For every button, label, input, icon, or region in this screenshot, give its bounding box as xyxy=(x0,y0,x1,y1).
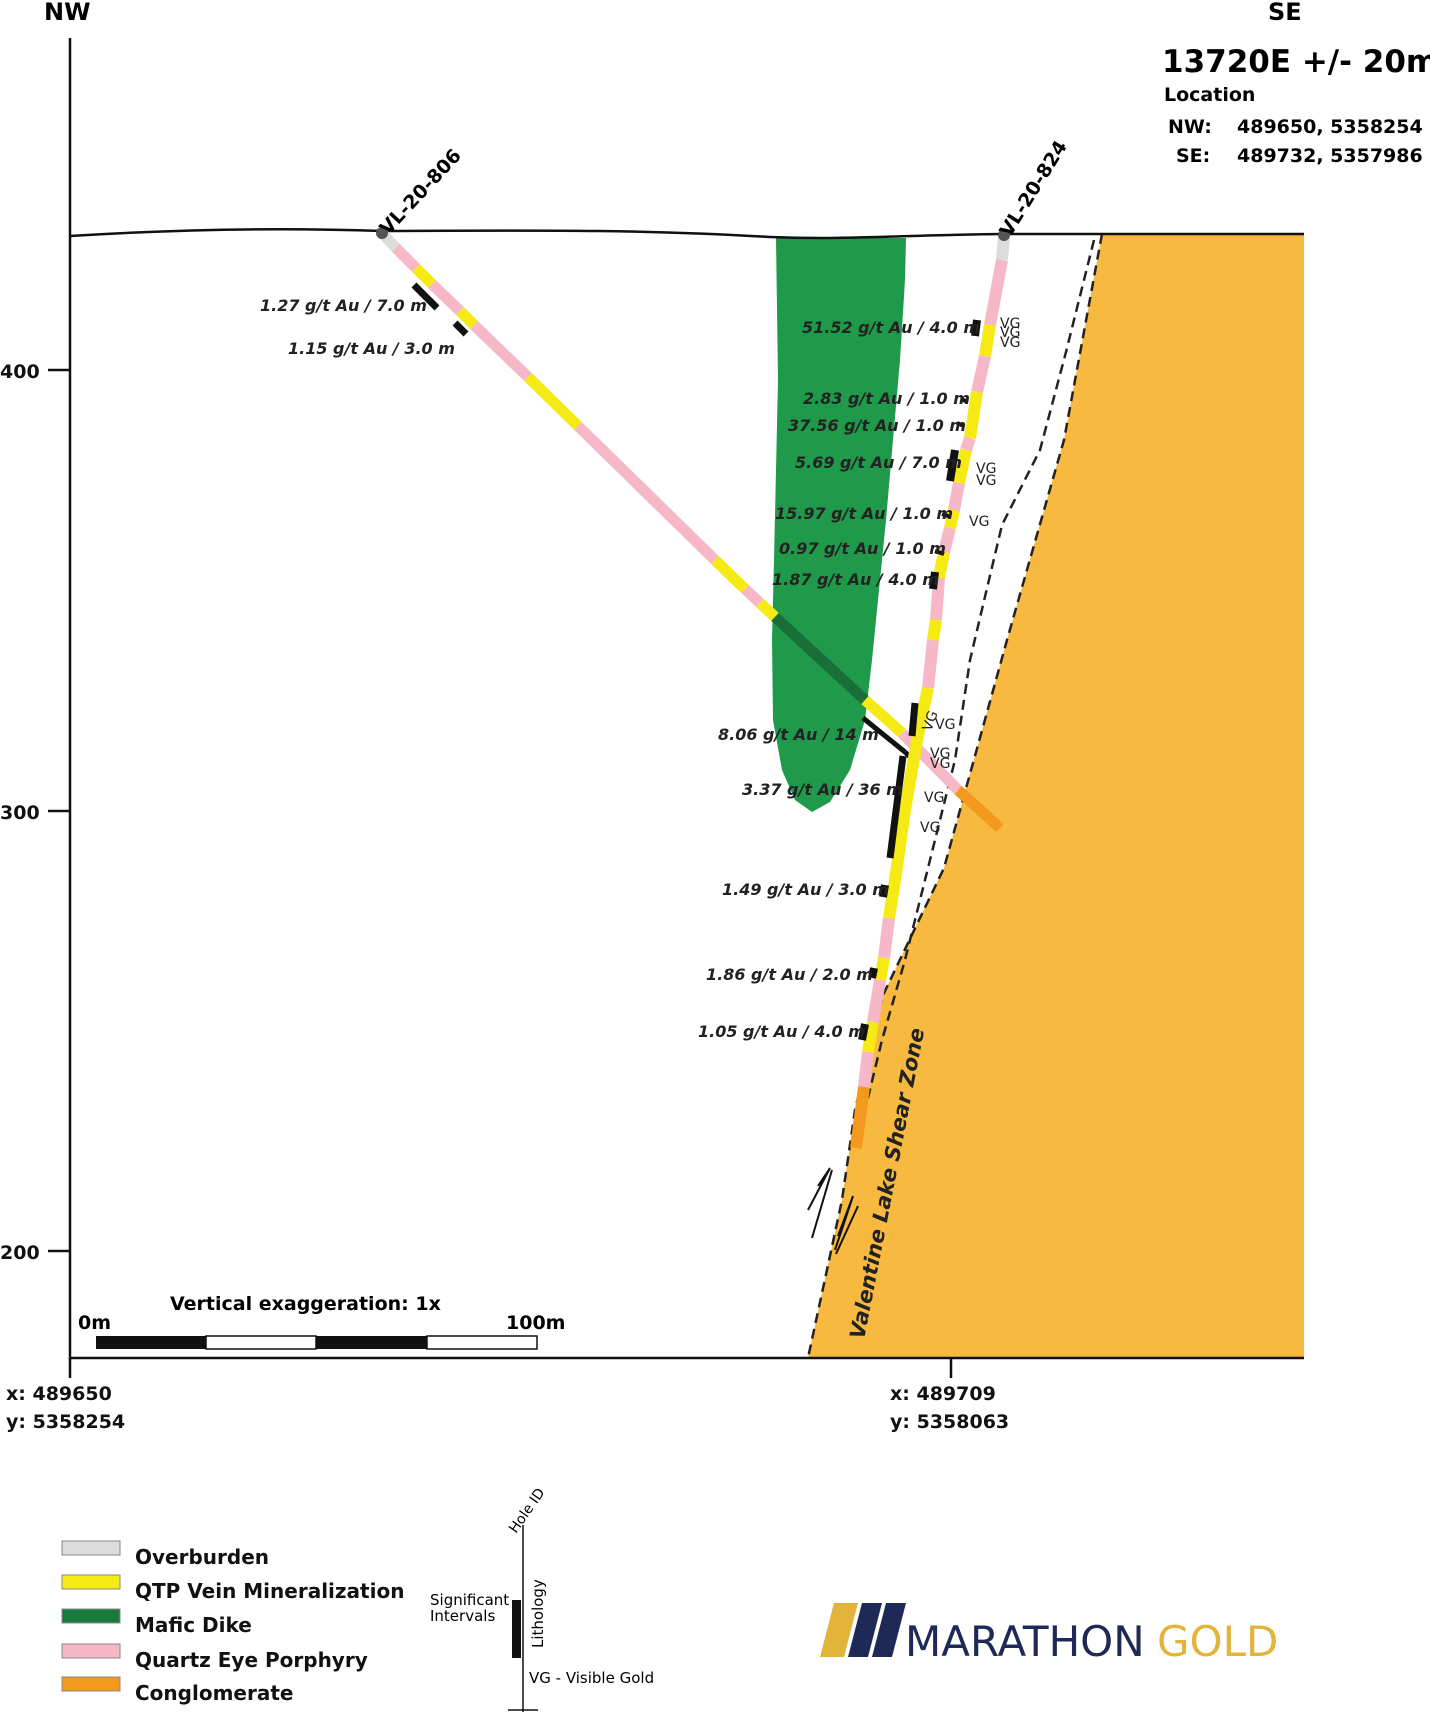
key-lithology: Lithology xyxy=(529,1579,547,1648)
legend-label: Mafic Dike xyxy=(135,1613,252,1637)
shear-zone-boundary-outer xyxy=(806,233,1104,1359)
drillhole-vl-20-824 xyxy=(850,235,1010,1149)
marathon-gold-logo: MARATHON GOLD xyxy=(820,1603,1278,1666)
elev-label-200: 200 xyxy=(0,1242,40,1264)
vg-marker: VG xyxy=(930,756,950,772)
location-heading: Location xyxy=(1164,84,1255,106)
vg-marker: VG xyxy=(920,820,940,836)
interval-label: 1.27 g/t Au / 7.0 m xyxy=(260,296,427,315)
nw-coords: 489650, 5358254 xyxy=(1237,116,1423,138)
hole-label-vl-20-806: VL-20-806 xyxy=(376,145,466,239)
legend: Overburden QTP Vein Mineralization Mafic… xyxy=(61,1540,404,1705)
legend-swatch-conglomerate xyxy=(61,1676,121,1692)
vg-marker: VG xyxy=(1000,325,1020,341)
scale-start-label: 0m xyxy=(78,1312,111,1334)
drillhole-vl-20-806 xyxy=(377,229,1004,833)
bottom-left-y: y: 5358254 xyxy=(6,1411,125,1433)
se-key: SE: xyxy=(1176,145,1210,167)
elev-label-400: 400 xyxy=(0,361,40,383)
hole-key: Hole ID Significant Intervals Lithology … xyxy=(430,1485,654,1712)
vg-marker: VG xyxy=(976,461,996,477)
legend-label: Overburden xyxy=(135,1545,269,1569)
key-significant: Significant xyxy=(430,1591,509,1609)
se-coords: 489732, 5357986 xyxy=(1237,145,1423,167)
vg-marker: VG xyxy=(1000,335,1020,351)
legend-label: QTP Vein Mineralization xyxy=(135,1579,404,1603)
logo-word-gold: GOLD xyxy=(1157,1617,1278,1666)
interval-label: 1.15 g/t Au / 3.0 m xyxy=(288,339,455,358)
se-orientation-label: SE xyxy=(1268,0,1302,26)
legend-swatch-porphyry xyxy=(61,1643,121,1659)
sig-interval-bar xyxy=(452,320,469,337)
scale-end-label: 100m xyxy=(506,1312,565,1334)
interval-label: 8.06 g/t Au / 14 m xyxy=(718,725,879,744)
legend-label: Conglomerate xyxy=(135,1681,293,1705)
shear-zone-boundary-inner xyxy=(863,239,1096,1111)
hole-label-vl-20-824: VL-20-824 xyxy=(996,137,1072,241)
sig-interval-ticks-824 xyxy=(858,319,981,1041)
vg-marker: VG xyxy=(935,717,955,733)
scale-title: Vertical exaggeration: 1x xyxy=(170,1293,441,1315)
nw-key: NW: xyxy=(1168,116,1212,138)
interval-label: 3.37 g/t Au / 36 m xyxy=(742,780,903,799)
legend-swatch-mafic xyxy=(61,1608,121,1624)
interval-label: 1.05 g/t Au / 4.0 m xyxy=(698,1022,865,1041)
sig-interval-bar xyxy=(411,282,440,311)
elev-label-300: 300 xyxy=(0,802,40,824)
interval-label: 1.49 g/t Au / 3.0 m xyxy=(722,880,889,899)
interval-label: 1.87 g/t Au / 4.0 m xyxy=(772,570,939,589)
interval-label: 5.69 g/t Au / 7.0 m xyxy=(795,453,962,472)
legend-label: Quartz Eye Porphyry xyxy=(135,1648,368,1672)
mafic-dike xyxy=(772,238,906,812)
collar-vl-20-806 xyxy=(376,227,388,239)
key-vg: VG - Visible Gold xyxy=(529,1669,654,1687)
bottom-mid-x: x: 489709 xyxy=(890,1383,996,1405)
collar-vl-20-824 xyxy=(998,229,1010,241)
scale-bar xyxy=(96,1335,538,1350)
interval-label: 2.83 g/t Au / 1.0 m xyxy=(803,389,970,408)
bottom-left-x: x: 489650 xyxy=(6,1383,112,1405)
nw-orientation-label: NW xyxy=(44,0,91,26)
key-hole-id: Hole ID xyxy=(506,1485,548,1536)
interval-label: 0.97 g/t Au / 1.0 m xyxy=(779,539,946,558)
orange-host-unit xyxy=(808,234,1304,1358)
key-intervals: Intervals xyxy=(430,1607,495,1625)
vg-marker: VG xyxy=(920,709,942,734)
vg-marker: VG xyxy=(924,790,944,806)
logo-word-marathon: MARATHON xyxy=(905,1617,1145,1666)
legend-swatch-qtp xyxy=(61,1574,121,1590)
section-title: 13720E +/- 20m xyxy=(1162,44,1430,80)
interval-label: 51.52 g/t Au / 4.0 m xyxy=(802,318,980,337)
interval-label: 1.86 g/t Au / 2.0 m xyxy=(706,965,873,984)
shear-sense-arrows xyxy=(807,1167,859,1255)
legend-swatch-overburden xyxy=(61,1540,121,1556)
vg-marker: VG xyxy=(930,746,950,762)
vg-marker: VG xyxy=(976,473,996,489)
interval-label: 15.97 g/t Au / 1.0 m xyxy=(775,504,953,523)
vg-marker: VG xyxy=(1000,316,1020,332)
sig-interval-bar xyxy=(861,716,907,754)
interval-label: 37.56 g/t Au / 1.0 m xyxy=(788,416,966,435)
vg-marker: VG xyxy=(969,514,989,530)
bottom-mid-y: y: 5358063 xyxy=(890,1411,1009,1433)
ground-surface xyxy=(69,227,1304,240)
